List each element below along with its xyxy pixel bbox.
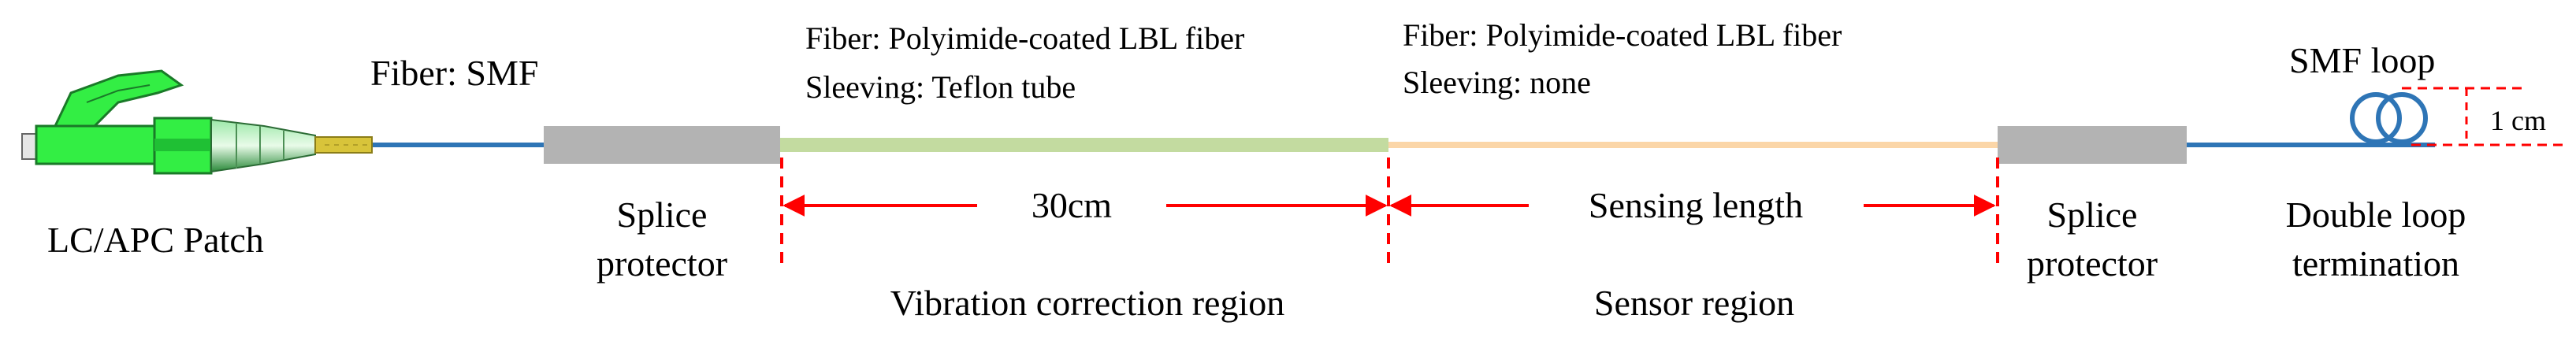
splice-protector-right — [1998, 126, 2187, 164]
splice-left-label-line1: Splice — [617, 195, 708, 235]
splice-right-label-line2: protector — [2027, 243, 2158, 284]
length-30cm-label: 30cm — [1032, 185, 1112, 225]
connector-label: LC/APC Patch — [47, 220, 264, 260]
fiber-lbl-label-1: Fiber: Polyimide-coated LBL fiber — [805, 20, 1244, 56]
fiber-lbl-label-2: Fiber: Polyimide-coated LBL fiber — [1403, 17, 1842, 53]
termination-label-line1: Double loop — [2286, 195, 2466, 235]
lc-apc-connector-icon — [21, 69, 373, 175]
bare-lbl-sensor-segment — [1388, 142, 1998, 148]
sleeving-none-label: Sleeving: none — [1403, 65, 1591, 100]
teflon-sleeved-lbl-segment — [780, 138, 1388, 152]
splice-protector-left — [544, 126, 780, 164]
sensing-length-label: Sensing length — [1589, 185, 1803, 225]
termination-label-line2: termination — [2292, 243, 2459, 284]
splice-right-label-line1: Splice — [2047, 195, 2138, 235]
smf-loop-label: SMF loop — [2289, 40, 2435, 80]
smf-double-loop-icon — [2350, 92, 2428, 144]
splice-left-label-line2: protector — [597, 243, 727, 284]
sensor-region-label: Sensor region — [1594, 283, 1794, 323]
vibration-region-label: Vibration correction region — [890, 283, 1285, 323]
loop-size-label: 1 cm — [2490, 105, 2546, 136]
fiber-smf-label: Fiber: SMF — [370, 53, 538, 93]
sleeving-teflon-label: Sleeving: Teflon tube — [805, 69, 1076, 105]
